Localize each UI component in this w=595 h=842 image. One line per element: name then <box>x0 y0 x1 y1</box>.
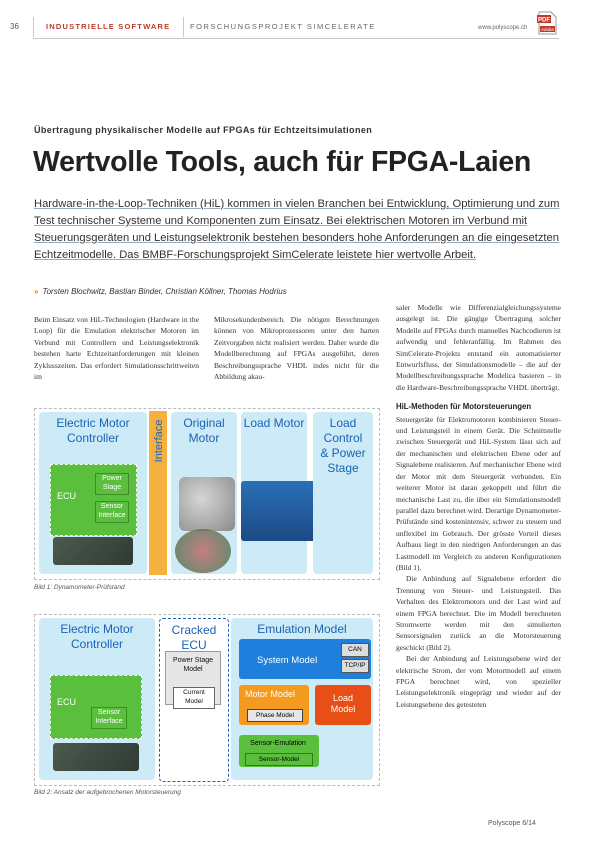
load-motor-label: Load Motor <box>243 416 305 430</box>
article-authors: »Torsten Blochwitz, Bastian Binder, Chri… <box>34 287 287 296</box>
phase-model-block: Phase Model <box>247 709 303 722</box>
page-footer: Polyscope 6/14 <box>488 820 536 827</box>
ecm-label: Electric Motor Controller <box>56 416 130 445</box>
figure-2-caption: Bild 2: Ansatz der aufgebrochenen Motors… <box>34 789 181 796</box>
pdf-badge-label: PDF <box>538 18 550 24</box>
section-title: INDUSTRIELLE SOFTWARE <box>46 22 171 31</box>
website-link[interactable]: www.polyscope.ch <box>478 25 528 31</box>
current-model-block: Current Model <box>173 687 215 709</box>
original-motor-label: Original Motor <box>183 416 225 445</box>
load-model-block <box>315 685 371 725</box>
pdf-icon[interactable]: PDF Adobe <box>536 11 558 35</box>
sensor-interface-label: Sensor Interface <box>95 501 129 523</box>
paragraph: Beim Einsatz von HiL-Technologien (Hardw… <box>34 315 199 382</box>
load-control-label: Load Control & Power Stage <box>320 416 366 475</box>
figure-1-caption: Bild 1: Dynamometer-Prüfstand <box>34 584 125 591</box>
motor-internals-image <box>175 529 231 573</box>
text-column-2: Mikrosekundenbereich. Die nötigen Berech… <box>214 314 379 382</box>
header-rule <box>33 38 559 39</box>
controller-board-image <box>53 537 133 565</box>
interface-label: Interface <box>153 419 165 463</box>
text-column-3: saler Modelle wie Differenzialgleichungs… <box>396 302 561 710</box>
figure-2: Electric Motor Controller ECU Sensor Int… <box>34 614 380 786</box>
section-heading: HiL-Methoden für Motorsteuerungen <box>396 402 532 412</box>
can-block: CAN <box>341 643 369 657</box>
tcpip-block: TCP/IP <box>341 659 369 673</box>
header-separator <box>33 17 34 37</box>
cracked-ecu-label: Cracked ECU <box>171 623 217 652</box>
motor-model-label: Motor Model <box>245 689 296 699</box>
sensor-model-block: Sensor-Model <box>245 753 313 766</box>
sensor-emulation-label: Sensor-Emulation <box>243 738 313 749</box>
paragraph: Steuergeräte für Elektromotoren kombinie… <box>396 414 561 572</box>
paragraph: Die Anbindung auf Signalebene erfordert … <box>396 574 561 652</box>
ecm-label: Electric Motor Controller <box>60 622 134 651</box>
pdf-sub-label: Adobe <box>541 27 555 32</box>
load-model-label: Load Model <box>330 693 356 714</box>
lead-text: Hardware-in-the-Loop-Techniken (HiL) kom… <box>34 198 560 261</box>
interface-bar <box>149 411 167 575</box>
paragraph: Bei der Anbindung auf Leistungsebene wir… <box>396 654 561 709</box>
emulation-model-label: Emulation Model <box>257 622 347 636</box>
power-stage-label: Power Stage <box>95 473 129 495</box>
article-lead: Hardware-in-the-Loop-Techniken (HiL) kom… <box>34 196 560 264</box>
ecu-label: ECU <box>57 491 77 501</box>
paragraph: saler Modelle wie Differenzialgleichungs… <box>396 303 561 392</box>
system-model-label: System Model <box>257 655 318 666</box>
authors-text: Torsten Blochwitz, Bastian Binder, Chris… <box>42 287 287 296</box>
header-separator <box>183 17 184 37</box>
ecu-label: ECU <box>57 697 77 707</box>
text-column-1: Beim Einsatz von HiL-Technologien (Hardw… <box>34 314 199 382</box>
paragraph: Mikrosekundenbereich. Die nötigen Berech… <box>214 315 379 382</box>
project-title: FORSCHUNGSPROJEKT SIMCELERATE <box>190 22 376 31</box>
chevron-right-icon: » <box>34 287 39 296</box>
load-motor-image <box>241 481 321 541</box>
figure-1: Electric Motor Controller ECU Power Stag… <box>34 408 380 580</box>
sensor-interface-label: Sensor Interface <box>91 707 127 729</box>
article-title: Wertvolle Tools, auch für FPGA-Laien <box>33 146 532 178</box>
article-kicker: Übertragung physikalischer Modelle auf F… <box>34 125 373 135</box>
controller-board-image <box>53 743 139 771</box>
original-motor-image <box>179 477 235 531</box>
page-number: 36 <box>10 22 19 31</box>
load-control-panel: Load Control & Power Stage <box>313 412 373 574</box>
